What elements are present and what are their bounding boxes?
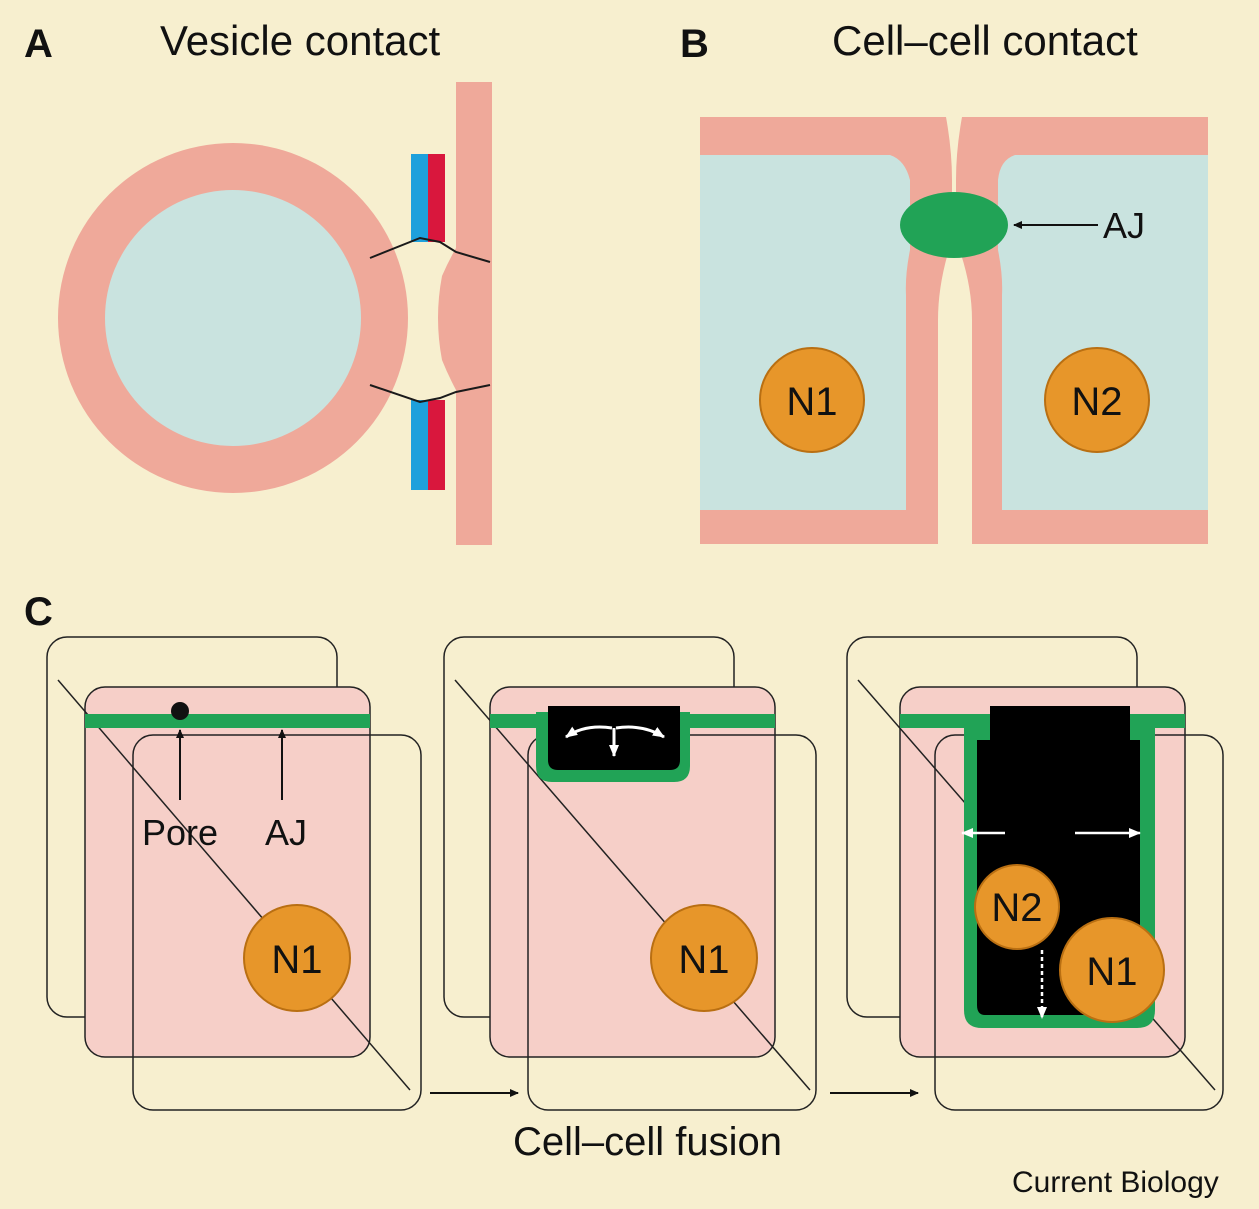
panel-c: C Pore AJ N1: [24, 590, 1224, 1164]
pore-label: Pore: [142, 812, 218, 853]
nucleus-n1: N1: [759, 347, 865, 453]
blue-protein-lower: [411, 400, 428, 490]
nucleus-n1-label: N1: [786, 380, 837, 424]
panel-c-letter: C: [24, 590, 53, 634]
aj-label: AJ: [1103, 205, 1145, 246]
fusion-stage-1: Pore AJ N1: [46, 636, 422, 1111]
panel-a-title: Vesicle contact: [160, 17, 440, 64]
stage2-diagonal: [454, 679, 811, 1091]
cell-1-cytoplasm: [700, 155, 910, 510]
vesicle: [58, 143, 408, 493]
stage3-expansion-arrows: [961, 828, 1141, 1019]
stage2-nucleus: [650, 904, 758, 1012]
stage1-nucleus-label: N1: [271, 938, 322, 982]
stage3-nucleus-n2-label: N2: [991, 886, 1042, 930]
target-membrane: [438, 82, 492, 545]
fusion-caption: Cell–cell fusion: [513, 1120, 782, 1164]
stage1-junction-band: [85, 714, 370, 728]
stage1-nucleus: [243, 904, 351, 1012]
aj-label-c: AJ: [265, 812, 307, 853]
red-protein-upper: [428, 154, 445, 242]
red-protein-lower: [428, 400, 445, 490]
vesicle-lumen: [105, 190, 361, 446]
stage3-nucleus-n1-label: N1: [1086, 950, 1137, 994]
stage2-nucleus-label: N1: [678, 938, 729, 982]
nucleus-n2: N2: [1044, 347, 1150, 453]
contact-lines: [369, 236, 491, 404]
fusion-stage-2: N1: [443, 636, 817, 1111]
panel-b-letter: B: [680, 22, 709, 66]
blue-protein-upper: [411, 154, 428, 242]
intercellular-gap: [938, 117, 972, 544]
panel-b-title: Cell–cell contact: [832, 17, 1138, 64]
adherens-junction: [900, 192, 1008, 258]
fusion-pore: [171, 702, 189, 720]
stage1-front-cell: [132, 734, 422, 1111]
stage1-diagonal: [57, 679, 411, 1091]
panel-a-letter: A: [24, 22, 53, 66]
stage2-expansion-arrows: [565, 725, 665, 757]
nucleus-n2-label: N2: [1071, 380, 1122, 424]
panel-a: A Vesicle contact: [24, 17, 492, 545]
fusion-stage-3: N2 N1: [846, 636, 1224, 1111]
panel-b: B Cell–cell contact AJ N1 N2: [680, 17, 1208, 544]
journal-credit: Current Biology: [1012, 1166, 1219, 1199]
stage3-nucleus-n2: [974, 864, 1060, 950]
stage3-nucleus-n1: [1059, 917, 1165, 1023]
